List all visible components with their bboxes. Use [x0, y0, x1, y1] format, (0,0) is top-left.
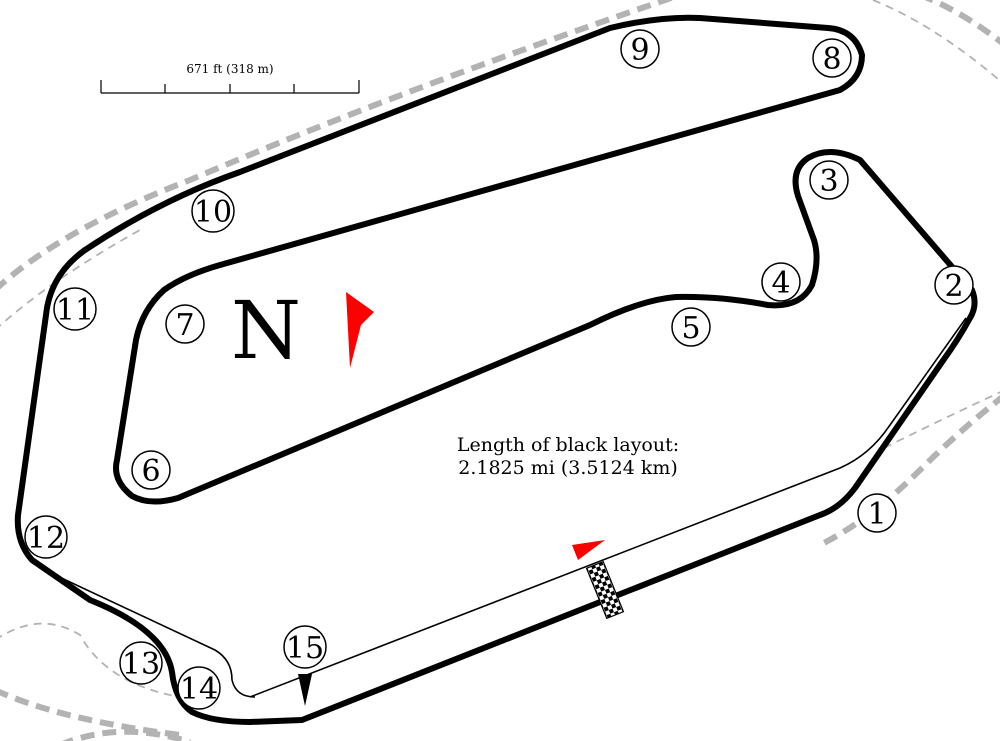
- corner-marker: 6: [131, 450, 171, 490]
- corner-marker: 13: [119, 641, 163, 685]
- outer-road-top-thin: [870, 0, 1000, 82]
- alt-line-main: [249, 317, 967, 698]
- corner-marker: 11: [53, 287, 97, 331]
- svg-text:9: 9: [630, 33, 649, 68]
- scale-bar: [100, 80, 360, 94]
- svg-text:5: 5: [681, 311, 700, 346]
- svg-text:3: 3: [819, 164, 838, 199]
- outer-road-bottom-thick-2: [62, 728, 191, 741]
- alt-line-south: [54, 574, 256, 698]
- corner-marker: 15: [283, 625, 327, 669]
- corner-marker: 1: [857, 493, 897, 533]
- svg-text:10: 10: [194, 195, 232, 230]
- layout-length-value: 2.1825 mi (3.5124 km): [458, 457, 678, 479]
- svg-text:14: 14: [180, 672, 218, 707]
- outer-road-left-thick: [0, 0, 675, 290]
- north-letter: N: [231, 284, 301, 377]
- corner-marker: 10: [191, 189, 235, 233]
- outer-road-right-thin: [879, 391, 1000, 451]
- svg-text:2: 2: [944, 269, 963, 304]
- svg-text:15: 15: [286, 631, 324, 666]
- svg-text:7: 7: [175, 308, 194, 343]
- outer-road-bottom-thick: [0, 688, 181, 738]
- svg-text:6: 6: [141, 454, 160, 489]
- outer-road-right-thick: [818, 395, 1000, 548]
- red-arrow-icon: [572, 540, 605, 560]
- svg-text:8: 8: [822, 42, 841, 77]
- corner-marker: 7: [165, 304, 205, 344]
- main-track: [14, 14, 978, 725]
- layout-length-title: Length of black layout:: [457, 434, 679, 456]
- svg-text:4: 4: [771, 266, 790, 301]
- corner-marker: 14: [177, 666, 221, 710]
- svg-text:13: 13: [122, 647, 160, 682]
- corner-marker: 3: [809, 160, 849, 200]
- svg-text:1: 1: [867, 497, 886, 532]
- outer-road-left-thin: [0, 229, 141, 327]
- svg-text:11: 11: [56, 293, 94, 328]
- svg-text:12: 12: [27, 521, 65, 556]
- outer-road-top-thick: [924, 0, 1000, 45]
- scale-bar-label: 671 ft (318 m): [186, 62, 273, 76]
- alternate-layout: [54, 317, 967, 698]
- corner-marker: 4: [761, 262, 801, 302]
- corner-marker: 5: [671, 307, 711, 347]
- outer-road-bottom-thin: [0, 622, 201, 701]
- corner-marker: 2: [934, 265, 974, 305]
- red-north-arrow-icon: [346, 292, 374, 368]
- checkered-flag-icon: [585, 560, 625, 620]
- corner-marker: 9: [620, 29, 660, 69]
- corner-marker: 8: [812, 38, 852, 78]
- black-pointer-icon: [298, 674, 312, 706]
- corner-marker: 12: [24, 515, 68, 559]
